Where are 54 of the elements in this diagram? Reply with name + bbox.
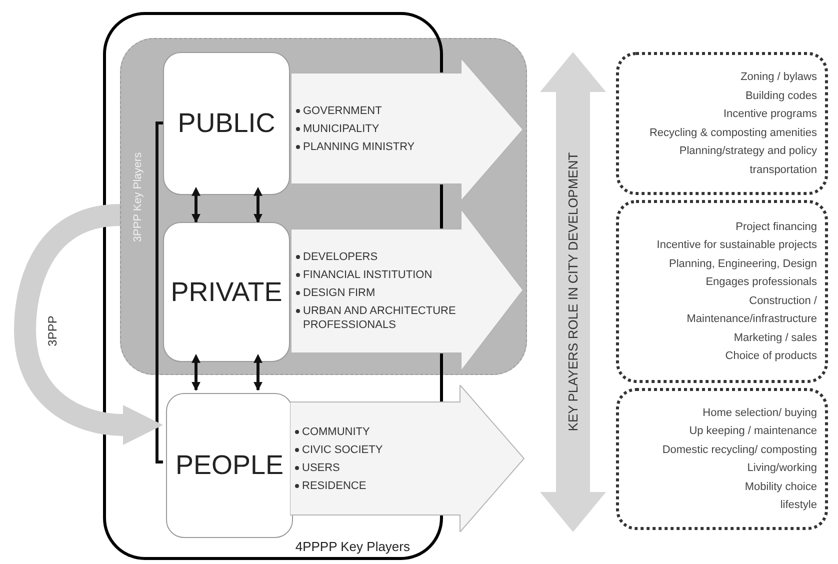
bracket-line — [156, 122, 163, 464]
double-arrow-line — [192, 186, 200, 223]
role-item: Up keeping / maintenance — [689, 424, 817, 439]
dotted-box — [616, 388, 828, 530]
edge-label: 3PPP — [44, 316, 60, 346]
axis-label: KEY PLAYERS ROLE IN CITY DEVELOPMENT — [564, 151, 582, 434]
list-item: CIVIC SOCIETY — [302, 442, 383, 456]
role-item: Maintenance/infrastructure — [686, 312, 817, 327]
role-item: Incentive programs — [723, 107, 817, 122]
double-arrow-line — [254, 186, 262, 223]
role-item: Mobility choice — [744, 480, 817, 494]
role-item: Construction / — [749, 294, 817, 308]
list-item: DESIGN FIRM — [303, 286, 376, 300]
role-box — [163, 52, 290, 195]
role-item: Planning, Engineering, Design — [669, 256, 817, 272]
band-label: 3PPP Key Players — [130, 151, 145, 244]
list-banner — [290, 385, 525, 532]
role-item: Choice of products — [725, 349, 817, 364]
curved-arrow — [14, 204, 163, 445]
role-item: Planning/strategy and policy — [679, 144, 817, 159]
list-item: COMMUNITY — [302, 424, 370, 438]
list-item: GOVERNMENT — [303, 104, 382, 118]
list-item: DEVELOPERS — [303, 250, 378, 264]
list-banner — [291, 209, 524, 371]
list-item: PLANNING MINISTRY — [303, 140, 415, 154]
frame-label: 4PPPP Key Players — [295, 538, 410, 556]
list-banner — [291, 58, 524, 201]
role-item: Building codes — [745, 88, 817, 104]
role-title: PUBLIC — [178, 107, 276, 140]
double-arrow-line — [192, 354, 200, 391]
role-item: Recycling & composting amenities — [649, 126, 817, 140]
double-arrow — [540, 52, 606, 532]
list-item: MUNICIPALITY — [303, 122, 380, 136]
role-item: transportation — [750, 162, 817, 178]
role-item: Engages professionals — [706, 275, 817, 290]
role-box — [163, 222, 290, 362]
list-item: FINANCIAL INSTITUTION — [303, 268, 432, 282]
role-item: Zoning / bylaws — [740, 70, 817, 85]
role-title: PRIVATE — [170, 276, 282, 309]
role-title: PEOPLE — [175, 449, 284, 482]
role-item: Incentive for sustainable projects — [656, 238, 817, 253]
role-item: Home selection/ buying — [702, 406, 817, 420]
role-item: Project financing — [736, 220, 817, 234]
list-item: USERS — [302, 460, 340, 474]
double-arrow-line — [254, 354, 262, 391]
dotted-box — [616, 200, 828, 383]
role-item: lifestyle — [780, 498, 817, 513]
list-item: RESIDENCE — [302, 478, 366, 492]
role-item: Domestic recycling/ composting — [662, 442, 817, 458]
dotted-box — [616, 52, 828, 195]
role-box — [166, 393, 293, 538]
role-item: Marketing / sales — [734, 330, 817, 346]
list-item: URBAN AND ARCHITECTURE PROFESSIONALS — [303, 304, 457, 332]
role-item: Living/working — [747, 461, 817, 476]
